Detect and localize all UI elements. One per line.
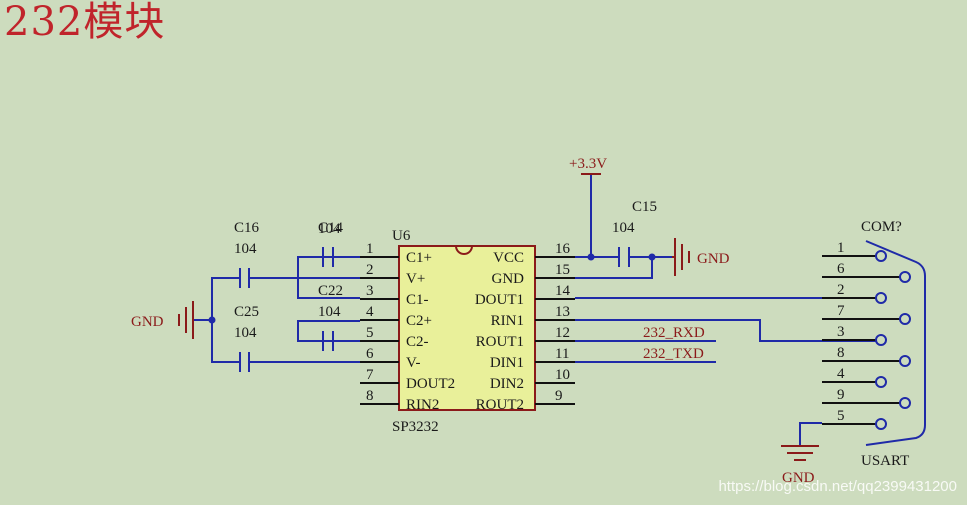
capacitor-c14 [322, 247, 334, 267]
connector-pin-number: 1 [837, 240, 845, 256]
capacitor-c22 [322, 331, 334, 351]
db9-pins: 1 6 2 7 3 8 4 9 5 [822, 240, 911, 430]
connector-pin-contact [875, 376, 887, 388]
pin-number: 5 [366, 325, 374, 341]
pin-number: 15 [555, 262, 570, 278]
gnd-label-bottom: GND [782, 470, 815, 486]
pin-name: GND [492, 271, 525, 287]
connector-ref-label: COM? [861, 219, 902, 235]
pin-name: DIN1 [490, 355, 524, 371]
connector-pin-contact [899, 397, 911, 409]
connector-pin-contact [875, 292, 887, 304]
cap-c22-value: 104 [318, 304, 341, 320]
pin-number: 8 [366, 388, 374, 404]
capacitor-c15 [618, 247, 630, 267]
connector-pin-contact [875, 250, 887, 262]
connector-pin-contact [875, 418, 887, 430]
pin-number: 13 [555, 304, 570, 320]
pin-number: 9 [555, 388, 563, 404]
junction-dot [208, 316, 216, 324]
junction-dot [648, 253, 656, 261]
pin-name: C1+ [406, 250, 432, 266]
pin-name: DOUT2 [406, 376, 455, 392]
pin-number: 11 [555, 346, 569, 362]
pin-number: 3 [366, 283, 374, 299]
connector-pin-number: 9 [837, 387, 845, 403]
pin-number: 2 [366, 262, 374, 278]
pin-name: ROUT1 [476, 334, 524, 350]
pin-number: 6 [366, 346, 374, 362]
chip-body [398, 245, 536, 411]
cap-c14-ref: C14 [318, 220, 344, 236]
pin-number: 14 [555, 283, 571, 299]
capacitor-c16 [239, 268, 250, 288]
cap-c15-value: 104 [612, 220, 635, 236]
gnd-label-left: GND [131, 314, 164, 330]
chip-ref-label: U6 [392, 228, 411, 244]
wire-cap-gnd [211, 277, 240, 363]
cap-c16-ref: C16 [234, 220, 260, 236]
connector-pin-number: 4 [837, 366, 845, 382]
db9-connector-shell [865, 240, 926, 446]
pin-name: C2- [406, 334, 429, 350]
connector-pin-number: 8 [837, 345, 845, 361]
capacitor-c25 [239, 352, 250, 372]
cap-c22-ref: C22 [318, 283, 343, 299]
pin-name: ROUT2 [476, 397, 524, 413]
connector-pin-number: 3 [837, 324, 845, 340]
page-title: 232模块 [4, 0, 166, 45]
pin-name: DIN2 [490, 376, 524, 392]
cap-c15-ref: C15 [632, 199, 657, 215]
cap-c14-value-text: 104 [318, 221, 341, 237]
connector-pin-number: 5 [837, 408, 845, 424]
cap-c25-value: 104 [234, 325, 257, 341]
connector-part-label: USART [861, 453, 909, 469]
gnd-label-right: GND [697, 251, 730, 267]
wire-c2 [297, 320, 360, 342]
junction-dot [587, 253, 595, 261]
connector-pin-contact [899, 271, 911, 283]
connector-pin-number: 2 [837, 282, 845, 298]
chip-notch [455, 245, 473, 255]
pin-name: RIN2 [406, 397, 439, 413]
gnd-symbol-right [672, 238, 690, 276]
net-label-txd: 232_TXD [643, 346, 704, 362]
power-3v3-label: +3.3V [569, 156, 607, 172]
capacitor-symbols [239, 247, 630, 372]
pin-name: RIN1 [491, 313, 524, 329]
cap-c25-ref: C25 [234, 304, 259, 320]
connector-pin-number: 7 [837, 303, 845, 319]
pin-number: 12 [555, 325, 570, 341]
pin-number: 4 [366, 304, 374, 320]
watermark-url: https://blog.csdn.net/qq2399431200 [718, 478, 957, 495]
pin-name: DOUT1 [475, 292, 524, 308]
gnd-symbol-bottom [781, 445, 819, 461]
junctions [208, 253, 656, 324]
net-label-rxd: 232_RXD [643, 325, 705, 341]
gnd-symbol-left [178, 301, 194, 339]
pin-name: C1- [406, 292, 429, 308]
connector-pin-contact [899, 313, 911, 325]
pin-number: 10 [555, 367, 570, 383]
pin-number: 16 [555, 241, 571, 257]
cap-c16-value: 104 [234, 241, 257, 257]
chip-part-label: SP3232 [392, 419, 439, 435]
pin-name: C2+ [406, 313, 432, 329]
pin-number: 1 [366, 241, 374, 257]
pin-name: VCC [493, 250, 524, 266]
connector-pin-contact [875, 334, 887, 346]
wire-rin1 [575, 319, 876, 342]
pin-name: V- [406, 355, 420, 371]
wire-com-gnd [799, 422, 822, 446]
wire-gnd-right [575, 257, 653, 279]
connector-pin-contact [899, 355, 911, 367]
connector-pin-number: 6 [837, 261, 845, 277]
pin-name: V+ [406, 271, 425, 287]
pin-number: 7 [366, 367, 374, 383]
